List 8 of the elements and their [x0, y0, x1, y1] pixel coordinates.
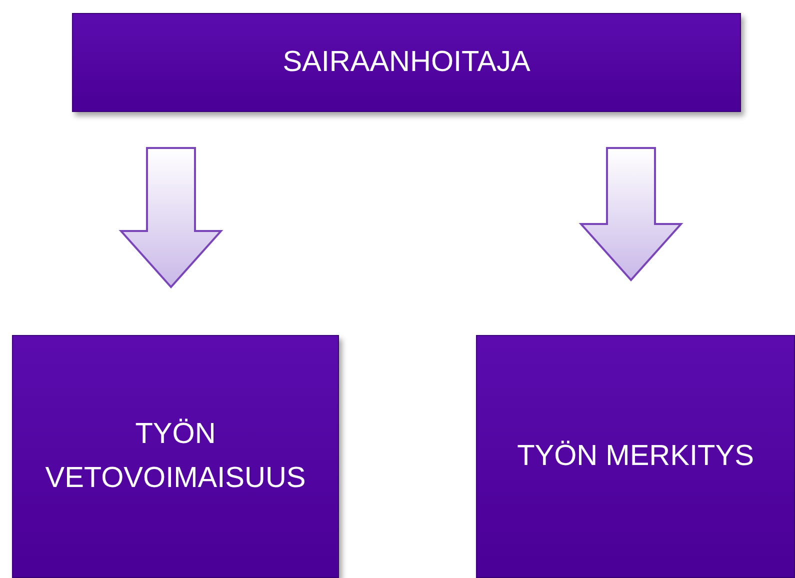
box-label: SAIRAANHOITAJA: [282, 44, 530, 80]
process-box: [12, 335, 339, 578]
process-box: [476, 335, 795, 578]
block-arrow: [578, 147, 684, 282]
box-label: TYÖN VETOVOIMAISUUS: [44, 417, 307, 496]
block-arrow: [118, 147, 224, 288]
process-box: [72, 13, 741, 112]
box-label: TYÖN MERKITYS: [517, 438, 754, 474]
